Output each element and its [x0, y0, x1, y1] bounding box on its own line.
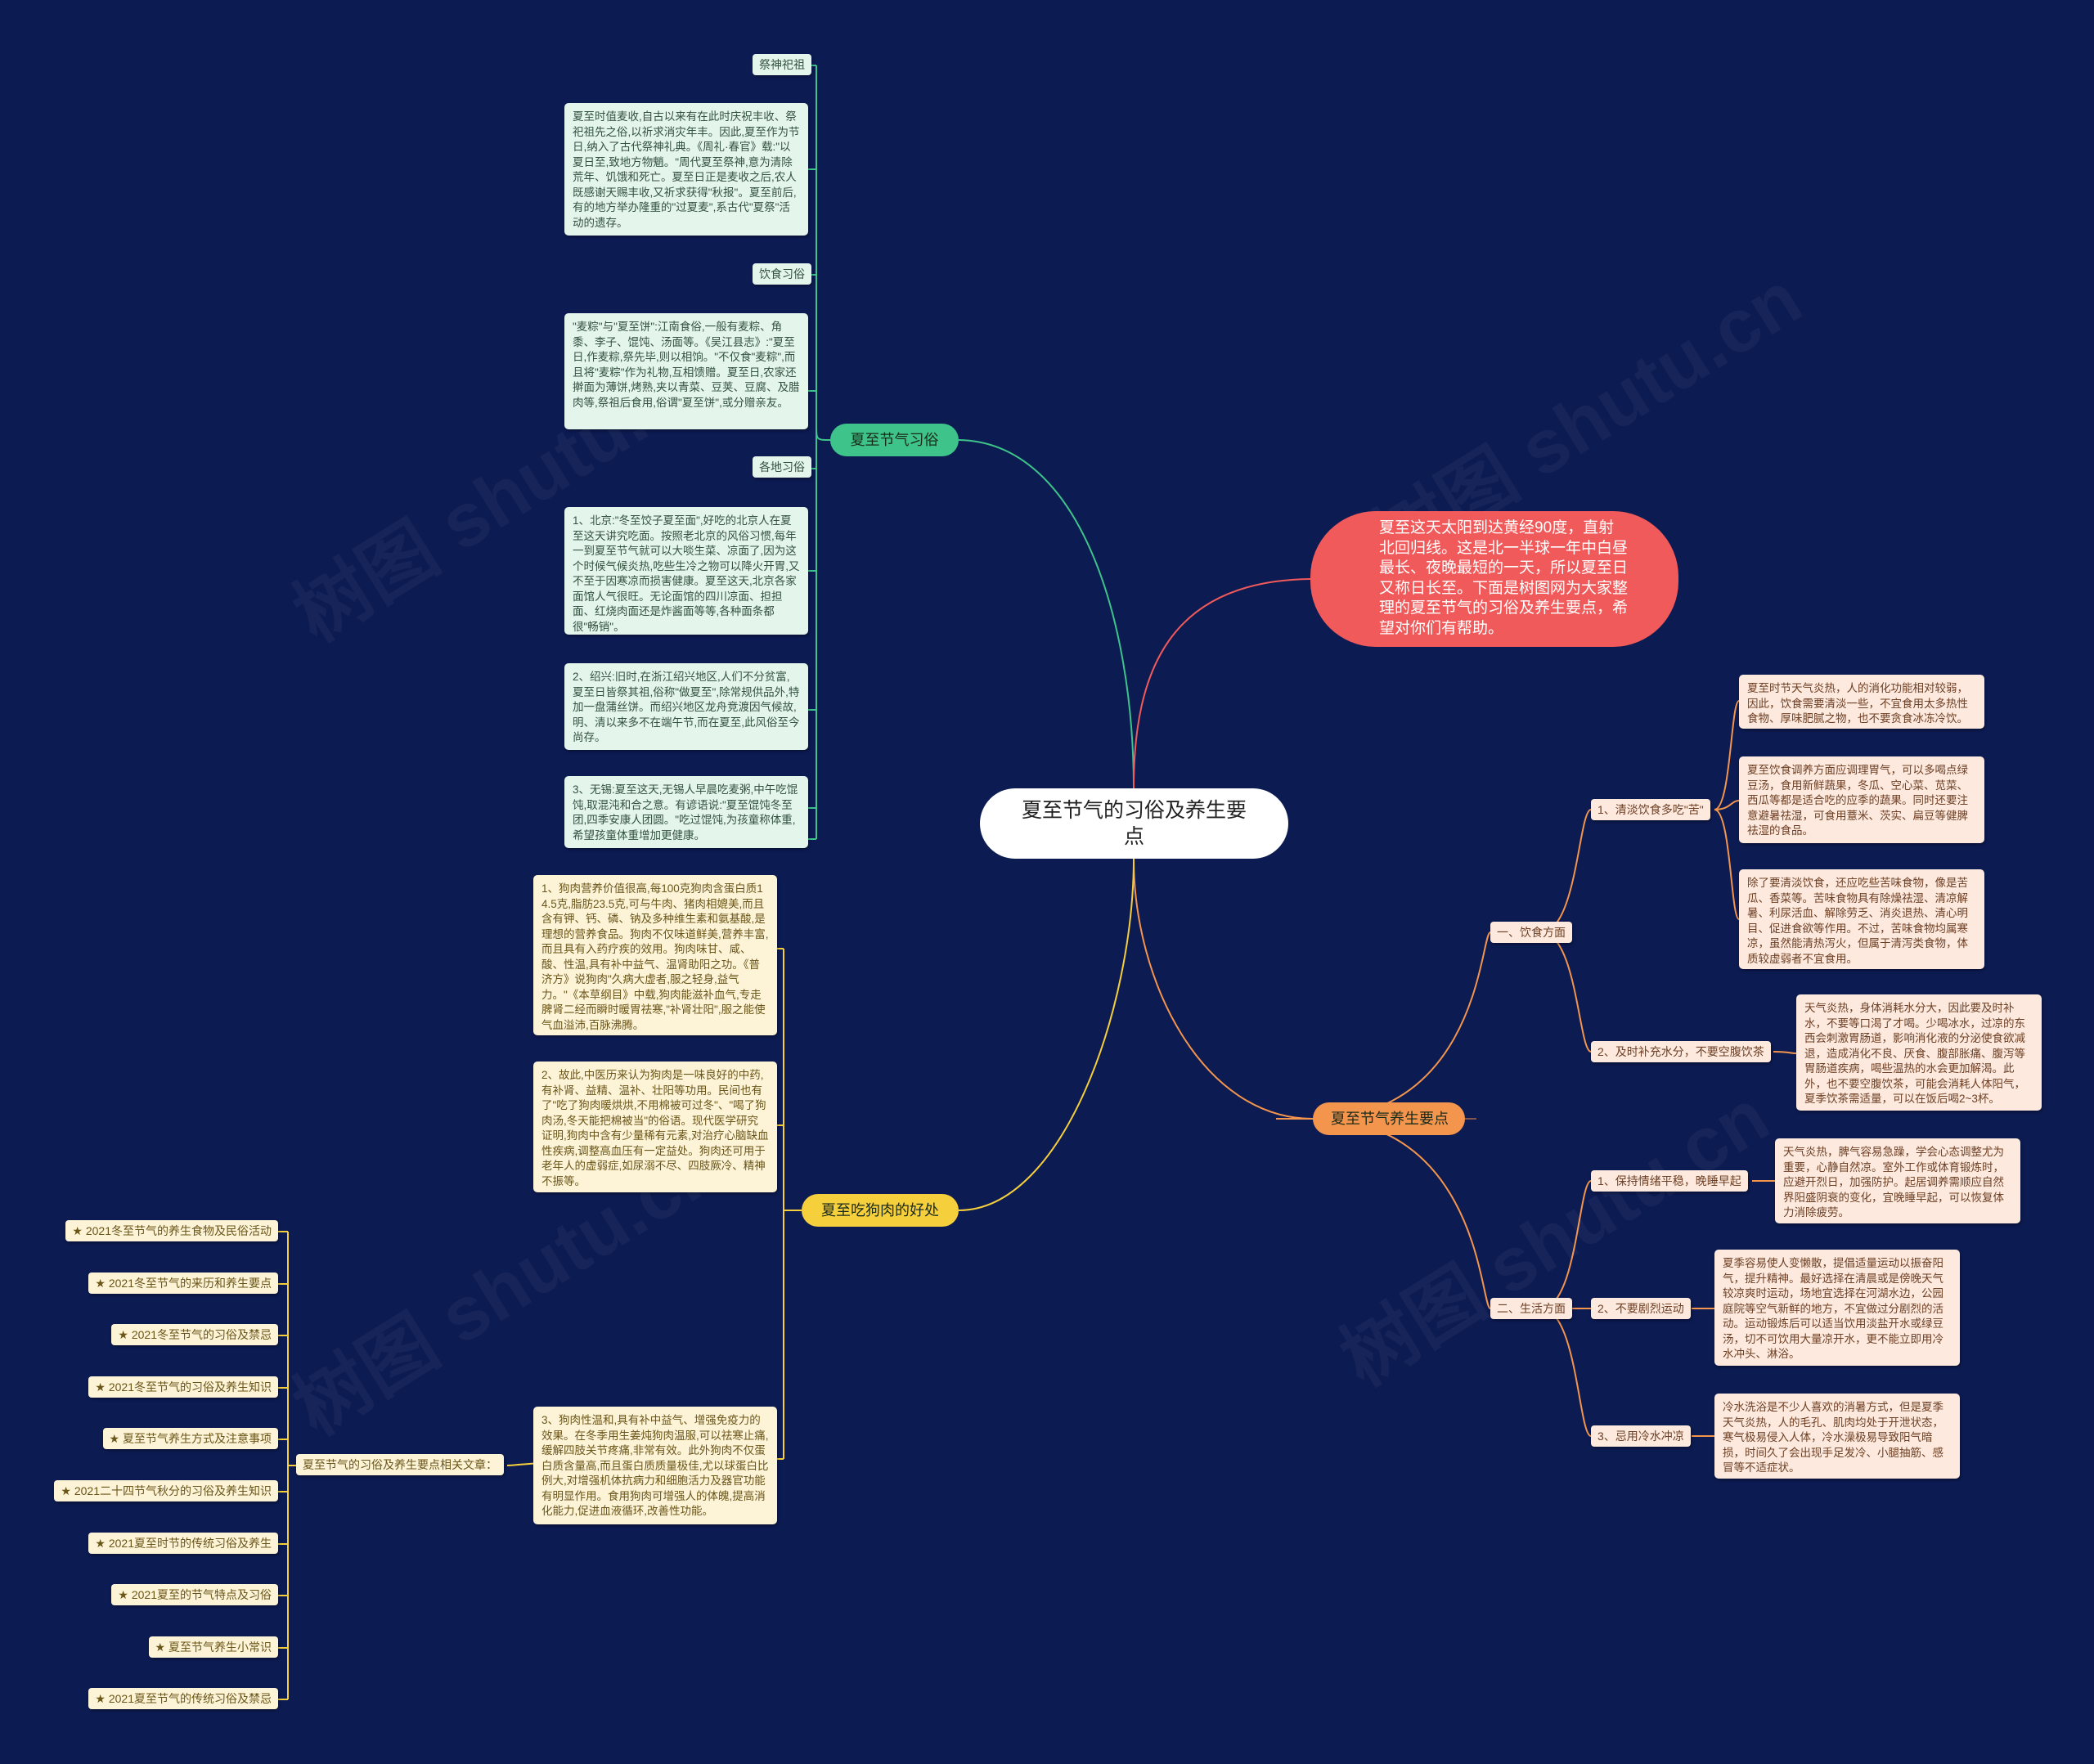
health-life-shower-text: 冷水洗浴是不少人喜欢的消暑方式，但是夏季天气炎热，人的毛孔、肌肉均处于开泄状态，… — [1714, 1394, 1960, 1479]
intro-summary[interactable]: 夏至这天太阳到达黄经90度，直射北回归线。这是北一半球一年中白昼最长、夜晚最短的… — [1310, 511, 1678, 647]
health-diet-light-text-1: 夏至时节天气炎热，人的消化功能相对较弱，因此，饮食需要清淡一些，不宜食用太多热性… — [1739, 675, 1984, 729]
customs-sacrifice-label[interactable]: 祭神祀祖 — [753, 54, 811, 75]
customs-food-label[interactable]: 饮食习俗 — [753, 263, 811, 285]
customs-local-wuxi: 3、无锡:夏至这天,无锡人早晨吃麦粥,中午吃馄饨,取混沌和合之意。有谚语说:"夏… — [564, 776, 808, 848]
related-article-link[interactable]: ★ 2021冬至节气的习俗及养生知识 — [88, 1376, 278, 1398]
health-life-exercise-label[interactable]: 2、不要剧烈运动 — [1591, 1298, 1691, 1319]
branch-customs[interactable]: 夏至节气习俗 — [830, 424, 959, 456]
health-life-shower-label[interactable]: 3、忌用冷水冲凉 — [1591, 1425, 1691, 1447]
customs-local-label[interactable]: 各地习俗 — [753, 456, 811, 478]
related-article-link[interactable]: ★ 2021夏至时节的传统习俗及养生 — [88, 1533, 278, 1554]
health-diet-label[interactable]: 一、饮食方面 — [1490, 922, 1572, 943]
health-diet-light-text-3: 除了要清淡饮食，还应吃些苦味食物，像是苦瓜、香菜等。苦味食物具有除燥祛湿、清凉解… — [1739, 869, 1984, 969]
related-article-link[interactable]: ★ 夏至节气养生小常识 — [148, 1636, 278, 1658]
related-articles-label[interactable]: 夏至节气的习俗及养生要点相关文章： — [296, 1454, 504, 1475]
root-topic[interactable]: 夏至节气的习俗及养生要点 — [980, 788, 1288, 859]
customs-local-beijing: 1、北京:"冬至饺子夏至面",好吃的北京人在夏至这天讲究吃面。按照老北京的风俗习… — [564, 507, 808, 635]
dog-benefit-text-1: 1、狗肉营养价值很高,每100克狗肉含蛋白质14.5克,脂肪23.5克,可与牛肉… — [533, 875, 777, 1035]
health-life-exercise-text: 夏季容易使人变懒散，提倡适量运动以振奋阳气，提升精神。最好选择在清晨或是傍晚天气… — [1714, 1250, 1960, 1366]
dog-benefit-text-3: 3、狗肉性温和,具有补中益气、增强免疫力的效果。在冬季用生姜炖狗肉温服,可以祛寒… — [533, 1407, 777, 1524]
health-diet-light-text-2: 夏至饮食调养方面应调理胃气，可以多喝点绿豆汤，食用新鲜蔬果，冬瓜、空心菜、苋菜、… — [1739, 756, 1984, 843]
related-article-link[interactable]: ★ 2021夏至节气的传统习俗及禁忌 — [88, 1688, 278, 1709]
related-article-link[interactable]: ★ 2021冬至节气的来历和养生要点 — [88, 1273, 278, 1294]
customs-food-text: "麦粽"与"夏至饼":江南食俗,一般有麦粽、角黍、李子、馄饨、汤面等。《吴江县志… — [564, 313, 808, 429]
health-life-mood-label[interactable]: 1、保持情绪平稳，晚睡早起 — [1591, 1170, 1748, 1192]
customs-sacrifice-text: 夏至时值麦收,自古以来有在此时庆祝丰收、祭祀祖先之俗,以祈求消灾年丰。因此,夏至… — [564, 103, 808, 236]
related-article-link[interactable]: ★ 2021二十四节气秋分的习俗及养生知识 — [54, 1480, 278, 1501]
related-article-link[interactable]: ★ 2021夏至的节气特点及习俗 — [111, 1584, 278, 1605]
branch-health[interactable]: 夏至节气养生要点 — [1313, 1102, 1465, 1135]
health-diet-water-text: 天气炎热，身体消耗水分大，因此要及时补水，不要等口渴了才喝。少喝冰水，过凉的东西… — [1796, 994, 2042, 1111]
related-article-link[interactable]: ★ 2021冬至节气的养生食物及民俗活动 — [65, 1220, 278, 1241]
health-life-label[interactable]: 二、生活方面 — [1490, 1298, 1572, 1319]
customs-local-shaoxing: 2、绍兴:旧时,在浙江绍兴地区,人们不分贫富,夏至日皆祭其祖,俗称"做夏至",除… — [564, 663, 808, 750]
health-life-mood-text: 天气炎热，脾气容易急躁，学会心态调整尤为重要，心静自然凉。室外工作或体育锻炼时，… — [1775, 1138, 2020, 1223]
branch-dog-meat[interactable]: 夏至吃狗肉的好处 — [802, 1194, 959, 1227]
related-article-link[interactable]: ★ 2021冬至节气的习俗及禁忌 — [111, 1324, 278, 1345]
health-diet-water-label[interactable]: 2、及时补充水分，不要空腹饮茶 — [1591, 1041, 1771, 1062]
health-diet-light-label[interactable]: 1、清淡饮食多吃"苦" — [1591, 799, 1710, 820]
dog-benefit-text-2: 2、故此,中医历来认为狗肉是一味良好的中药,有补肾、益精、温补、壮阳等功用。民间… — [533, 1062, 777, 1192]
related-article-link[interactable]: ★ 夏至节气养生方式及注意事项 — [102, 1428, 278, 1449]
